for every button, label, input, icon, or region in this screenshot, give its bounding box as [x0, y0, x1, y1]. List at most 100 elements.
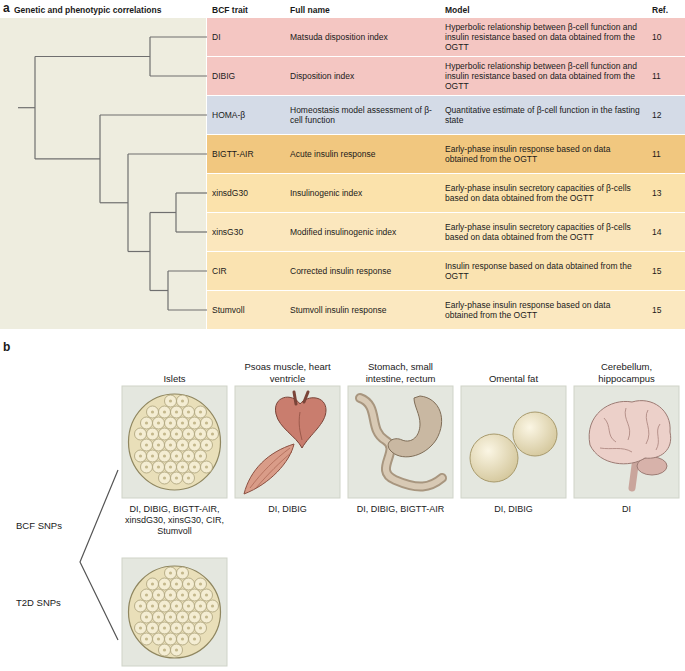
islet-illustration	[153, 439, 165, 451]
trait-row: xinsdG30Insulinogenic indexEarly-phase i…	[207, 174, 685, 212]
heart-muscle-illustration	[244, 392, 326, 494]
tissue-name: Cerebellum, hippocampus	[581, 361, 673, 384]
islet-illustration	[165, 395, 177, 407]
islet-illustration	[171, 472, 183, 484]
islet-illustration	[211, 604, 214, 607]
islet-illustration	[175, 648, 178, 651]
islet-illustration	[177, 417, 189, 429]
islet-illustration	[157, 465, 160, 468]
trait-abbreviation: DIBIG	[212, 71, 287, 81]
dendrogram-branch	[168, 309, 207, 310]
snp-set-label: T2D SNPs	[16, 598, 61, 609]
dendrogram-branch	[150, 290, 168, 291]
trait-row: DIMatsuda disposition indexHyperbolic re…	[207, 18, 685, 56]
islet-illustration	[145, 637, 148, 640]
islet-illustration	[151, 454, 154, 457]
islet-illustration	[163, 626, 166, 629]
islet-illustration	[195, 428, 207, 440]
islet-illustration	[169, 399, 172, 402]
islet-illustration	[193, 593, 196, 596]
islet-illustration	[135, 428, 147, 440]
islet-illustration	[159, 622, 171, 634]
islet-illustration	[159, 450, 171, 462]
islet-illustration	[145, 593, 148, 596]
islet-illustration	[199, 582, 202, 585]
islet-illustration	[169, 615, 172, 618]
reference-number: 13	[652, 188, 682, 198]
islet-illustration	[187, 582, 190, 585]
islet-illustration	[177, 395, 189, 407]
gut-illustration	[388, 396, 441, 457]
trait-abbreviation: DI	[212, 32, 287, 42]
islet-illustration	[163, 476, 166, 479]
islet-illustration	[189, 589, 201, 601]
model-description: Insulin response based on data obtained …	[445, 261, 641, 281]
islet-illustration	[141, 611, 153, 623]
reference-number: 14	[652, 227, 682, 237]
islet-illustration	[145, 465, 148, 468]
islet-illustration	[141, 461, 153, 473]
islet-illustration	[201, 589, 213, 601]
islet-illustration	[199, 604, 202, 607]
islet-illustration	[165, 567, 177, 579]
associated-traits: DI, DIBIG	[494, 504, 533, 515]
associated-traits: DI, DIBIG	[268, 504, 307, 515]
islet-illustration	[141, 417, 153, 429]
islet-illustration	[205, 465, 208, 468]
islet-illustration	[183, 406, 195, 418]
trait-full-name: Homeostasis model assessment of β-cell f…	[290, 105, 440, 125]
islet-illustration	[201, 417, 213, 429]
islet-illustration	[169, 571, 172, 574]
tissue-frames	[122, 558, 227, 666]
islet-illustration	[139, 626, 142, 629]
model-description: Hyperbolic relationship between β-cell f…	[445, 22, 641, 53]
islet-illustration	[181, 593, 184, 596]
islet-illustration	[163, 432, 166, 435]
islet-illustration	[151, 626, 154, 629]
dendrogram-branch	[176, 192, 207, 193]
tissue-panel: Stomach, small intestine, rectumDI, DIBI…	[342, 340, 459, 515]
islet-illustration	[183, 622, 195, 634]
islet-illustration	[165, 439, 177, 451]
dendrogram-branch	[100, 114, 207, 115]
islet-illustration	[205, 443, 208, 446]
dendrogram-branch	[150, 212, 176, 213]
model-description: Early-phase insulin response based on da…	[445, 300, 641, 320]
islet-illustration	[199, 454, 202, 457]
model-description: Early-phase insulin secretory capacities…	[445, 222, 641, 242]
dendrogram-branch	[150, 75, 207, 76]
islet-illustration	[187, 410, 190, 413]
islet-illustration	[145, 421, 148, 424]
islet-illustration	[187, 476, 190, 479]
islet-illustration	[211, 432, 214, 435]
islet-illustration	[171, 644, 183, 656]
reference-number: 15	[652, 305, 682, 315]
islet-illustration	[163, 454, 166, 457]
islet-illustration	[199, 626, 202, 629]
islet-illustration	[141, 589, 153, 601]
islet-illustration	[187, 432, 190, 435]
islet-illustration	[177, 461, 189, 473]
islet-illustration	[159, 406, 171, 418]
islet-illustration	[193, 615, 196, 618]
islet-illustration	[175, 582, 178, 585]
islet-illustration	[183, 472, 195, 484]
tissue-frames	[122, 386, 679, 666]
reference-number: 12	[652, 110, 682, 120]
islet-illustration	[175, 454, 178, 457]
islet-illustration	[181, 421, 184, 424]
omental-fat-illustration	[470, 412, 557, 482]
islet-illustration	[169, 465, 172, 468]
model-description: Hyperbolic relationship between β-cell f…	[445, 61, 641, 92]
islet-illustration	[159, 644, 171, 656]
islet-illustration	[165, 461, 177, 473]
islet-illustration	[181, 443, 184, 446]
islet-illustration	[157, 637, 160, 640]
islet-illustration	[165, 611, 177, 623]
islet-illustration	[181, 637, 184, 640]
trait-full-name: Insulinogenic index	[290, 188, 440, 198]
islet-illustration	[175, 604, 178, 607]
islet-illustration	[193, 421, 196, 424]
islet-illustration	[147, 600, 159, 612]
islet-illustration	[165, 589, 177, 601]
